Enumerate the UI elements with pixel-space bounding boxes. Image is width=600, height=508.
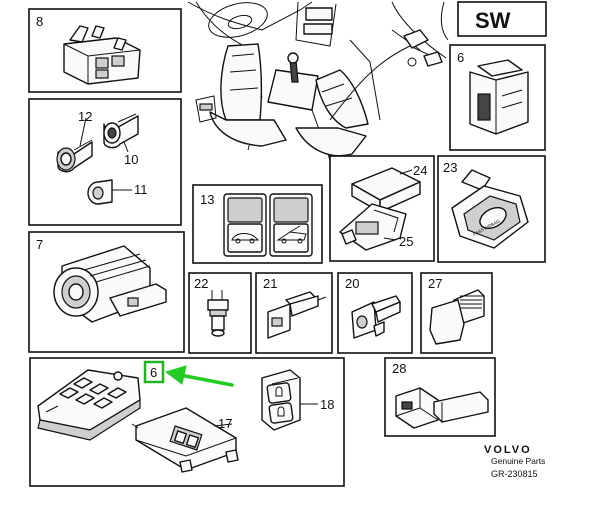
box-13: 13 xyxy=(192,184,323,264)
callout-17: 17 xyxy=(218,416,232,431)
part-11: 11 xyxy=(87,179,148,205)
callout-22: 22 xyxy=(194,276,208,291)
box-22: 22 xyxy=(188,272,252,354)
callout-24: 24 xyxy=(413,163,427,178)
box-6-17-18: 6 18 17 xyxy=(29,357,345,487)
callout-18: 18 xyxy=(320,397,334,412)
highlight-callout-box xyxy=(143,360,165,384)
part-6-door-switch xyxy=(37,369,141,441)
callout-25: 25 xyxy=(399,234,413,249)
callout-11: 11 xyxy=(134,182,148,197)
callout-28: 28 xyxy=(392,361,406,376)
footer: VOLVO Genuine Parts GR-230815 xyxy=(484,444,545,479)
callout-10: 10 xyxy=(124,152,138,167)
box-21: 21 xyxy=(255,272,333,354)
callout-7: 7 xyxy=(36,237,43,252)
brand-subtitle: Genuine Parts xyxy=(491,456,545,466)
callout-8: 8 xyxy=(36,14,43,29)
box-20: 20 xyxy=(337,272,413,354)
callout-12: 12 xyxy=(78,109,92,124)
sw-badge: SW xyxy=(457,1,547,37)
box-28: 28 xyxy=(384,357,496,437)
box-8: 8 xyxy=(28,8,182,93)
box-7: 7 xyxy=(28,231,185,353)
box-24-25: 24 25 xyxy=(329,155,435,262)
callout-27: 27 xyxy=(428,276,442,291)
part-10: 10 xyxy=(103,113,139,167)
callout-6-top: 6 xyxy=(457,50,464,65)
callout-6-highlight: 6 xyxy=(150,365,157,380)
callout-13: 13 xyxy=(200,192,214,207)
highlight-arrow xyxy=(164,365,234,387)
sw-badge-label: SW xyxy=(475,8,511,33)
callout-21: 21 xyxy=(263,276,277,291)
brand-logo-text: VOLVO xyxy=(484,444,532,456)
callout-23: 23 xyxy=(443,160,457,175)
part-18-button-switch: 18 xyxy=(261,369,334,431)
interior-illustration xyxy=(187,1,449,161)
box-23: 23 PASS AIRBAG xyxy=(437,155,546,263)
box-12-10-11: 12 10 11 xyxy=(28,98,182,226)
callout-20: 20 xyxy=(345,276,359,291)
part-17-panel: 17 xyxy=(131,407,239,473)
part-12: 12 xyxy=(56,109,93,173)
box-6-top: 6 xyxy=(449,44,546,151)
reference-number: GR-230815 xyxy=(491,469,538,479)
box-27: 27 xyxy=(420,272,493,354)
